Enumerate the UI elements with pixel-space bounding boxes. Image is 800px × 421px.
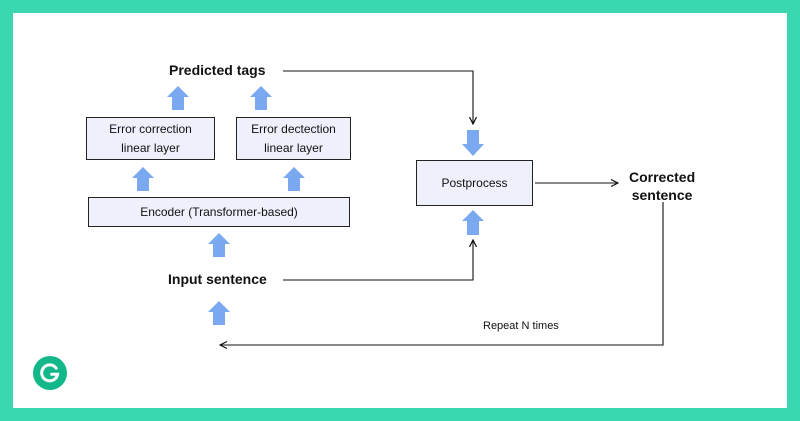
block-arrow-input-to-encoder <box>208 233 230 257</box>
error-detection-box: Error dectection linear layer <box>236 117 351 160</box>
input-sentence-label: Input sentence <box>168 271 267 287</box>
predicted-tags-label: Predicted tags <box>169 62 266 78</box>
block-arrow-tags-left <box>167 86 189 110</box>
postprocess-box: Postprocess <box>416 160 533 206</box>
corrected-sentence-label: Corrected sentence <box>629 168 695 204</box>
block-arrow-into-postprocess-bottom <box>462 210 484 235</box>
corrected-sentence-line2: sentence <box>631 187 693 203</box>
error-detection-line2: linear layer <box>264 140 323 155</box>
input-to-postprocess-line <box>283 240 473 281</box>
block-arrow-into-input <box>208 301 230 325</box>
error-detection-line1: Error dectection <box>251 121 336 136</box>
block-arrow-encoder-left <box>132 167 154 191</box>
grammarly-g-icon <box>40 363 60 383</box>
tags-to-postprocess-line <box>283 70 473 124</box>
encoder-box: Encoder (Transformer-based) <box>88 197 350 227</box>
block-arrow-tags-right <box>250 86 272 110</box>
error-correction-line2: linear layer <box>121 140 180 155</box>
block-arrow-into-postprocess-top <box>462 130 484 156</box>
repeat-label: Repeat N times <box>483 320 559 332</box>
grammarly-logo <box>33 356 67 390</box>
block-arrow-encoder-right <box>283 167 305 191</box>
error-correction-box: Error correction linear layer <box>86 117 215 160</box>
error-correction-line1: Error correction <box>109 121 192 136</box>
corrected-sentence-line1: Corrected <box>629 169 696 185</box>
repeat-loop-line <box>220 202 664 345</box>
